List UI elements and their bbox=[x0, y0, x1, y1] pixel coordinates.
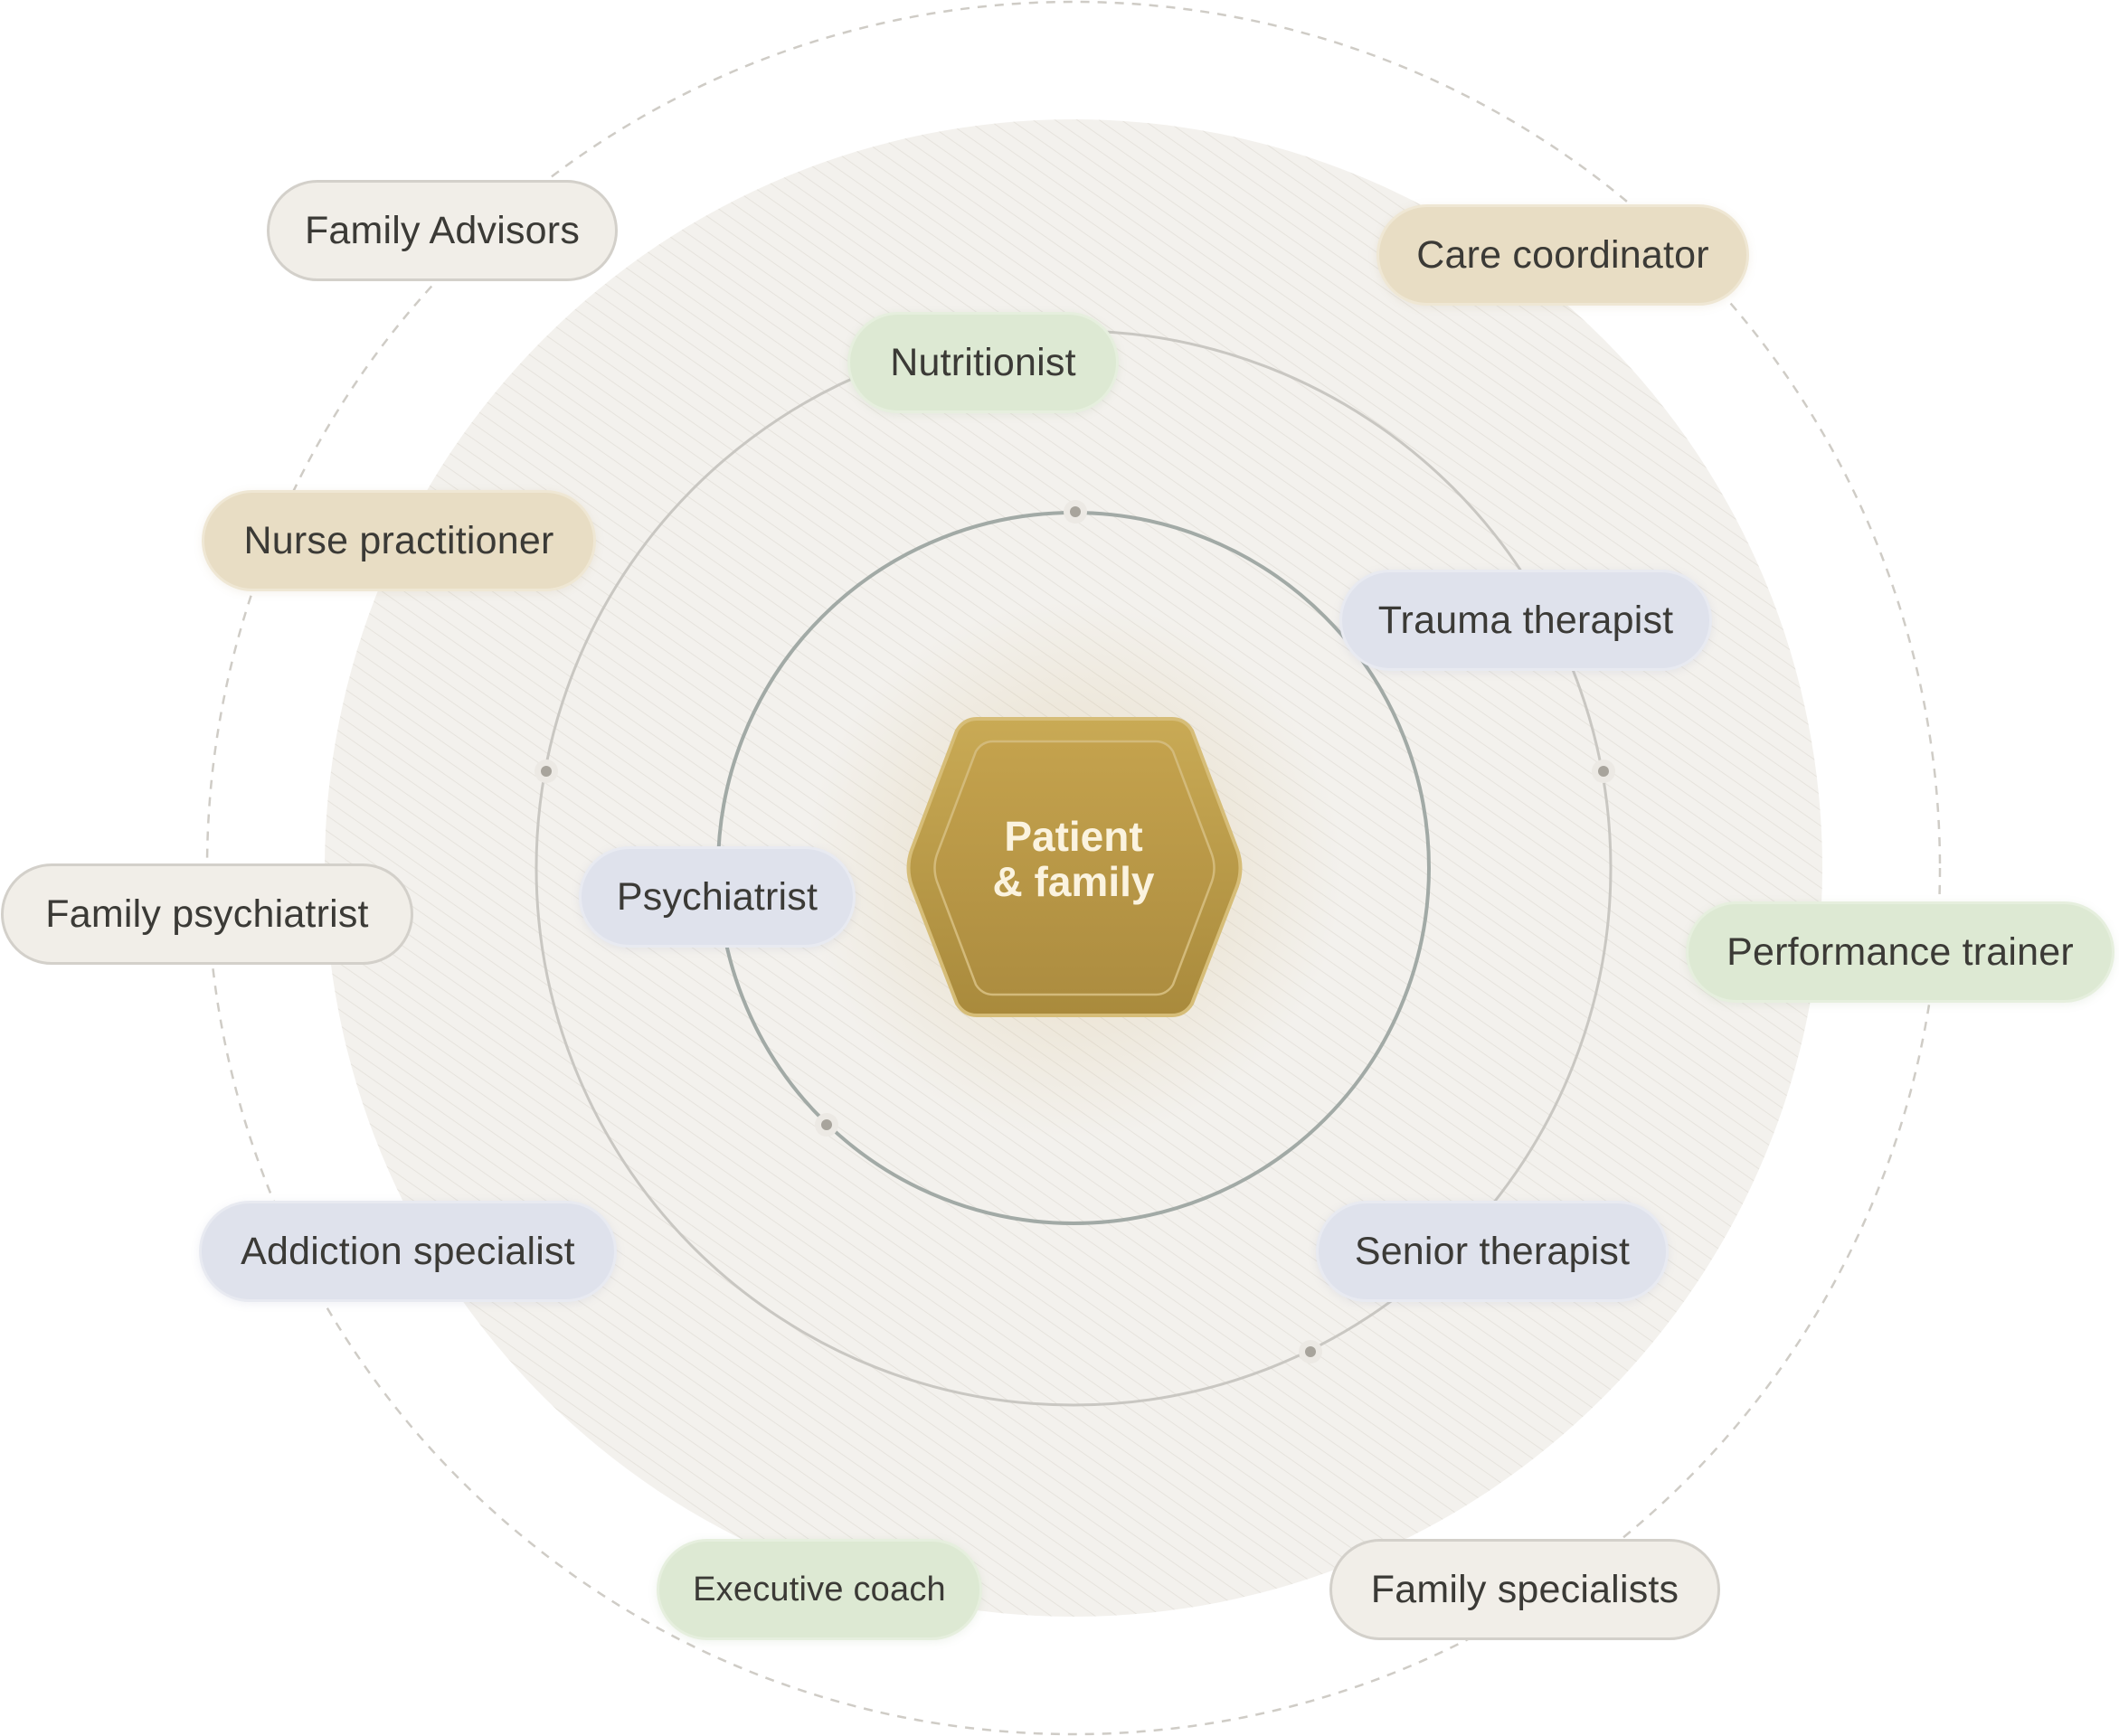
role-nutritionist: Nutritionist bbox=[847, 312, 1119, 413]
role-family-specialists: Family specialists bbox=[1329, 1539, 1720, 1640]
role-family-psychiatrist: Family psychiatrist bbox=[1, 863, 413, 965]
center-label-line2: & family bbox=[992, 858, 1155, 905]
role-addiction-specialist: Addiction specialist bbox=[199, 1201, 617, 1302]
center-label-line1: Patient bbox=[1004, 813, 1143, 860]
center-label: Patient & family bbox=[947, 814, 1200, 904]
role-family-advisors: Family Advisors bbox=[267, 180, 618, 281]
role-performance-trainer: Performance trainer bbox=[1686, 901, 2114, 1003]
role-nurse-practitioner: Nurse practitioner bbox=[202, 490, 596, 591]
role-care-coordinator: Care coordinator bbox=[1376, 204, 1749, 306]
role-psychiatrist: Psychiatrist bbox=[579, 846, 856, 948]
role-executive-coach: Executive coach bbox=[657, 1539, 982, 1640]
role-trauma-therapist: Trauma therapist bbox=[1339, 570, 1712, 671]
role-senior-therapist: Senior therapist bbox=[1316, 1201, 1669, 1302]
ring-dots bbox=[534, 500, 1615, 1363]
